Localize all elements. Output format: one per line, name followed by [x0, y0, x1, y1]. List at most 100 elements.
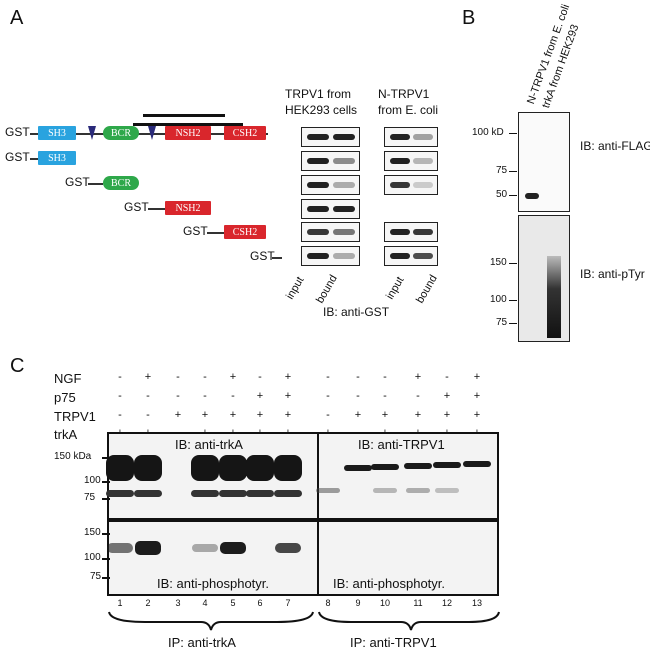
construct-line [272, 257, 282, 259]
ib-anti-trka: IB: anti-trkA [175, 437, 243, 452]
band-trka-75 [191, 490, 219, 497]
marker-tick [102, 577, 110, 579]
treatment-sign: + [284, 371, 292, 383]
domain-bcr: BCR [103, 176, 139, 190]
treatment-sign: - [356, 371, 360, 383]
treatment-sign: - [203, 371, 207, 383]
blot-b-flag [518, 112, 570, 212]
band-bound [413, 229, 433, 235]
marker-b-top: 50 [496, 189, 508, 200]
blot-b-ptyr [518, 215, 570, 342]
marker-c-bottom: 75 [90, 571, 102, 582]
band-trpv1-faint [406, 488, 430, 493]
marker-tick [102, 481, 110, 483]
band-trpv1-faint [373, 488, 397, 493]
treatment-sign: + [443, 390, 451, 402]
col2-title-line2: from E. coli [378, 102, 439, 117]
col1-title: TRPV1 from HEK293 cells [285, 87, 357, 118]
band-trpv1 [371, 464, 399, 470]
treatment-sign: + [256, 409, 264, 421]
treatment-sign: + [284, 390, 292, 402]
blot-a-ecoli-row [384, 222, 438, 242]
blot-c-trpv1 [317, 432, 499, 520]
band-input [307, 253, 329, 259]
row-label-trpv1: TRPV1 [54, 409, 96, 424]
band-trka-100 [106, 455, 134, 481]
marker-c-bottom: 100 [84, 552, 101, 563]
gst-label: GST [250, 249, 275, 263]
panel-label-c: C [10, 355, 25, 377]
domain-bcr: BCR [103, 126, 139, 140]
marker-c-top: 150 kDa [54, 451, 92, 462]
blot-a-hek-row [301, 151, 360, 171]
band-input [390, 182, 410, 188]
blot-a-hek-row [301, 246, 360, 266]
band-flag [525, 193, 539, 199]
marker-c-top: 100 [84, 475, 101, 486]
marker-b-bottom: 75 [496, 317, 508, 328]
treatment-sign: - [176, 390, 180, 402]
ip-braces [108, 611, 500, 631]
band-trpv1 [433, 462, 461, 468]
marker-c-top: 75 [84, 492, 96, 503]
treatment-sign: + [256, 390, 264, 402]
marker-c-bottom: 150 [84, 527, 101, 538]
band-input [307, 182, 329, 188]
band-bound [413, 134, 433, 140]
band-input [390, 253, 410, 259]
marker-tick [509, 300, 517, 301]
treatment-sign: - [176, 371, 180, 383]
lane-number: 3 [175, 598, 181, 608]
band-bound [333, 229, 355, 235]
band-bound [413, 182, 433, 188]
gst-label: GST [65, 175, 90, 189]
lane-number: 7 [285, 598, 291, 608]
band-trka-75 [246, 490, 274, 497]
bar-upper [143, 114, 225, 117]
domain-nsh2: NSH2 [165, 201, 211, 215]
gst-label: GST [5, 125, 30, 139]
band-trpv1 [463, 461, 491, 467]
lane-number: 10 [379, 598, 390, 608]
band-trpv1-faint [316, 488, 340, 493]
marker-b-bottom: 150 [490, 257, 507, 268]
lane-label-bound-1: bound [314, 273, 340, 306]
treatment-sign: - [146, 409, 150, 421]
ib-anti-ptyr: IB: anti-pTyr [580, 267, 645, 281]
gst-label: GST [183, 224, 208, 238]
domain-csh2: CSH2 [224, 126, 266, 140]
treatment-sign: + [473, 390, 481, 402]
band-input [390, 134, 410, 140]
band-trka-75 [274, 490, 302, 497]
band-trka-75 [219, 490, 247, 497]
bar-lower [133, 123, 243, 126]
marker-tick [102, 533, 110, 535]
lane-label-bound-2: bound [414, 273, 440, 306]
blot-a-ecoli-row [384, 151, 438, 171]
row-label-trka: trkA [54, 427, 78, 442]
lane-number: 9 [355, 598, 361, 608]
band-bound [333, 158, 355, 164]
domain-nsh2: NSH2 [165, 126, 211, 140]
treatment-sign: - [326, 409, 330, 421]
treatment-sign: - [118, 390, 122, 402]
marker-tick [102, 457, 110, 459]
panel-label-a: A [10, 7, 24, 29]
treatment-sign: + [174, 409, 182, 421]
marker-tick [509, 195, 517, 196]
lane-label-input-1: input [284, 274, 307, 302]
treatment-sign: - [231, 390, 235, 402]
band-phospho [192, 544, 218, 552]
smear-ptyr [547, 256, 561, 338]
ib-anti-trpv1: IB: anti-TRPV1 [358, 437, 445, 452]
treatment-sign: - [356, 390, 360, 402]
treatment-sign: + [443, 409, 451, 421]
band-phospho [275, 543, 301, 553]
construct-line [148, 208, 165, 210]
col1-title-line2: HEK293 cells [285, 102, 358, 117]
panel-label-b: B [462, 7, 476, 29]
treatment-sign: + [473, 409, 481, 421]
marker-tick [509, 263, 517, 264]
lane-number: 2 [145, 598, 151, 608]
marker-b-bottom: 100 [490, 294, 507, 305]
